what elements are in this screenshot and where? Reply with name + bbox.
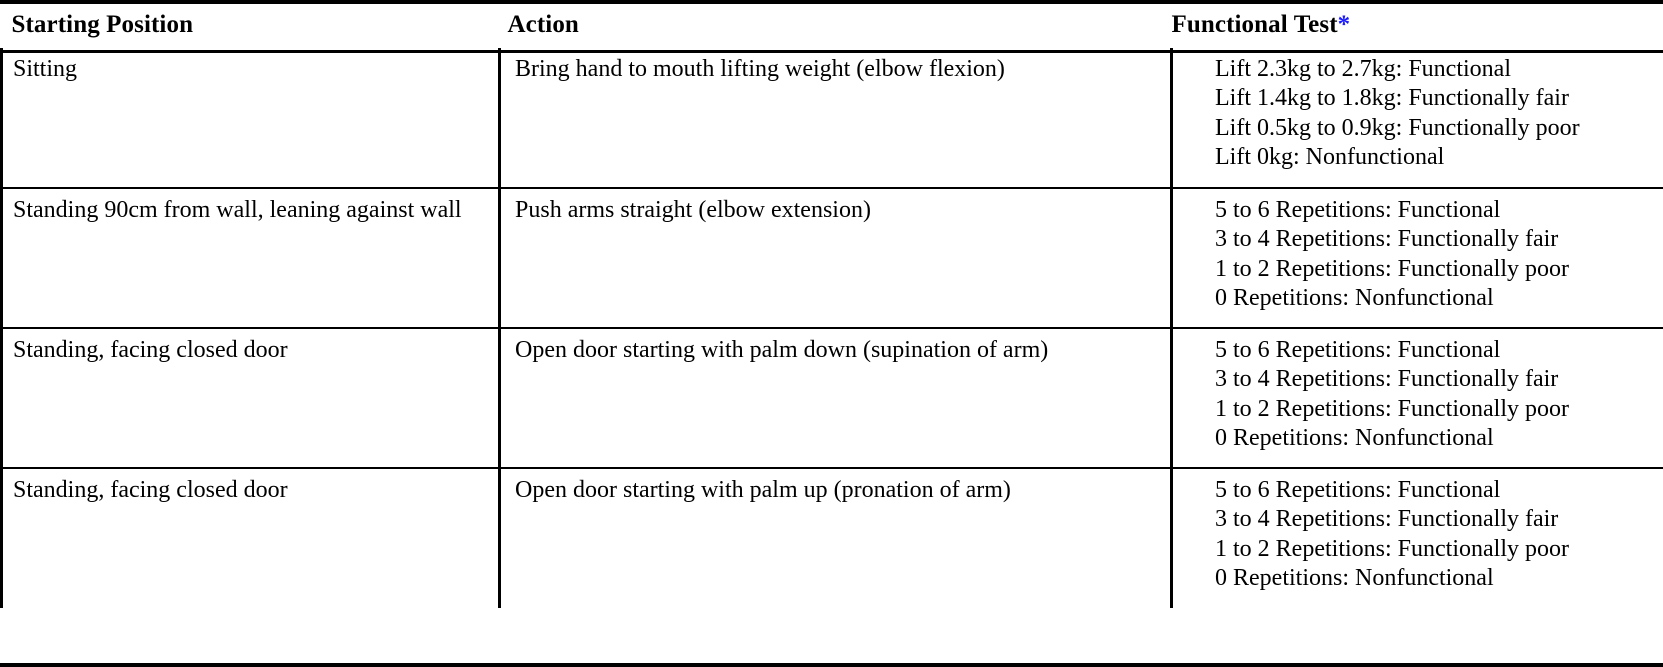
criterion-line: 3 to 4 Repetitions: Functionally fair: [1215, 226, 1559, 253]
column-header-starting-position: Starting Position: [2, 0, 500, 48]
column-header-starting-position-label: Starting Position: [11, 11, 194, 39]
cell-starting-position: Standing 90cm from wall, leaning against…: [0, 187, 501, 329]
cell-starting-position: Standing, facing closed door: [0, 327, 501, 469]
cell-starting-position: Sitting: [0, 48, 501, 189]
criterion-line: 3 to 4 Repetitions: Functionally fair: [1215, 506, 1559, 533]
criterion-line: 5 to 6 Repetitions: Functional: [1215, 197, 1501, 223]
starting-position-text: Sitting: [13, 56, 78, 82]
footnote-asterisk-marker[interactable]: *: [1337, 11, 1351, 39]
criterion-line: Lift 0kg: Nonfunctional: [1215, 143, 1445, 170]
table-row: Standing, facing closed door Open door s…: [0, 467, 1663, 608]
criterion-line: Lift 0.5kg to 0.9kg: Functionally poor: [1215, 114, 1580, 141]
table-bottom-rule: [0, 663, 1663, 667]
cell-action: Open door starting with palm down (supin…: [499, 327, 1173, 469]
table-body: Sitting Bring hand to mouth lifting weig…: [0, 48, 1663, 608]
action-text: Open door starting with palm up (pronati…: [515, 477, 1011, 503]
criterion-line: 0 Repetitions: Nonfunctional: [1215, 284, 1494, 311]
criterion-line: 5 to 6 Repetitions: Functional: [1215, 337, 1501, 363]
criterion-line: 1 to 2 Repetitions: Functionally poor: [1215, 395, 1569, 422]
criterion-line: Lift 1.4kg to 1.8kg: Functionally fair: [1215, 85, 1569, 112]
cell-action: Push arms straight (elbow extension): [499, 187, 1173, 329]
criterion-line: 5 to 6 Repetitions: Functional: [1215, 477, 1501, 503]
table-top-rule: [0, 0, 1663, 4]
header-row: Starting Position Action Functional Test…: [2, 0, 1663, 48]
table-row: Sitting Bring hand to mouth lifting weig…: [0, 48, 1663, 189]
criterion-line: 3 to 4 Repetitions: Functionally fair: [1215, 366, 1559, 393]
column-header-functional-test: Functional Test*: [1172, 0, 1663, 48]
criterion-line: 1 to 2 Repetitions: Functionally poor: [1215, 255, 1569, 282]
cell-action: Open door starting with palm up (pronati…: [499, 467, 1173, 608]
starting-position-text: Standing, facing closed door: [13, 477, 288, 503]
cell-functional-test: Lift 2.3kg to 2.7kg: Functional Lift 1.4…: [1171, 48, 1663, 189]
starting-position-text: Standing, facing closed door: [13, 337, 288, 363]
action-text: Bring hand to mouth lifting weight (elbo…: [515, 56, 1005, 82]
cell-functional-test: 5 to 6 Repetitions: Functional 3 to 4 Re…: [1171, 187, 1663, 329]
table-row: Standing, facing closed door Open door s…: [0, 327, 1663, 469]
action-text: Push arms straight (elbow extension): [515, 197, 871, 223]
criterion-line: 0 Repetitions: Nonfunctional: [1215, 564, 1494, 591]
cell-functional-test: 5 to 6 Repetitions: Functional 3 to 4 Re…: [1171, 467, 1663, 608]
header-bottom-rule: [0, 50, 1663, 53]
table-row: Standing 90cm from wall, leaning against…: [0, 187, 1663, 329]
cell-starting-position: Standing, facing closed door: [0, 467, 501, 608]
column-header-functional-test-label: Functional Test: [1171, 11, 1338, 39]
action-text: Open door starting with palm down (supin…: [515, 337, 1049, 363]
criterion-line: Lift 2.3kg to 2.7kg: Functional: [1215, 56, 1511, 82]
starting-position-text: Standing 90cm from wall, leaning against…: [13, 197, 462, 223]
column-header-action: Action: [500, 0, 1172, 48]
functional-test-table: Starting Position Action Functional Test…: [0, 0, 1663, 608]
criterion-line: 0 Repetitions: Nonfunctional: [1215, 424, 1494, 451]
column-header-action-label: Action: [507, 11, 579, 39]
cell-action: Bring hand to mouth lifting weight (elbo…: [499, 48, 1173, 189]
table-header: Starting Position Action Functional Test…: [2, 0, 1663, 48]
cell-functional-test: 5 to 6 Repetitions: Functional 3 to 4 Re…: [1171, 327, 1663, 469]
criterion-line: 1 to 2 Repetitions: Functionally poor: [1215, 535, 1569, 562]
